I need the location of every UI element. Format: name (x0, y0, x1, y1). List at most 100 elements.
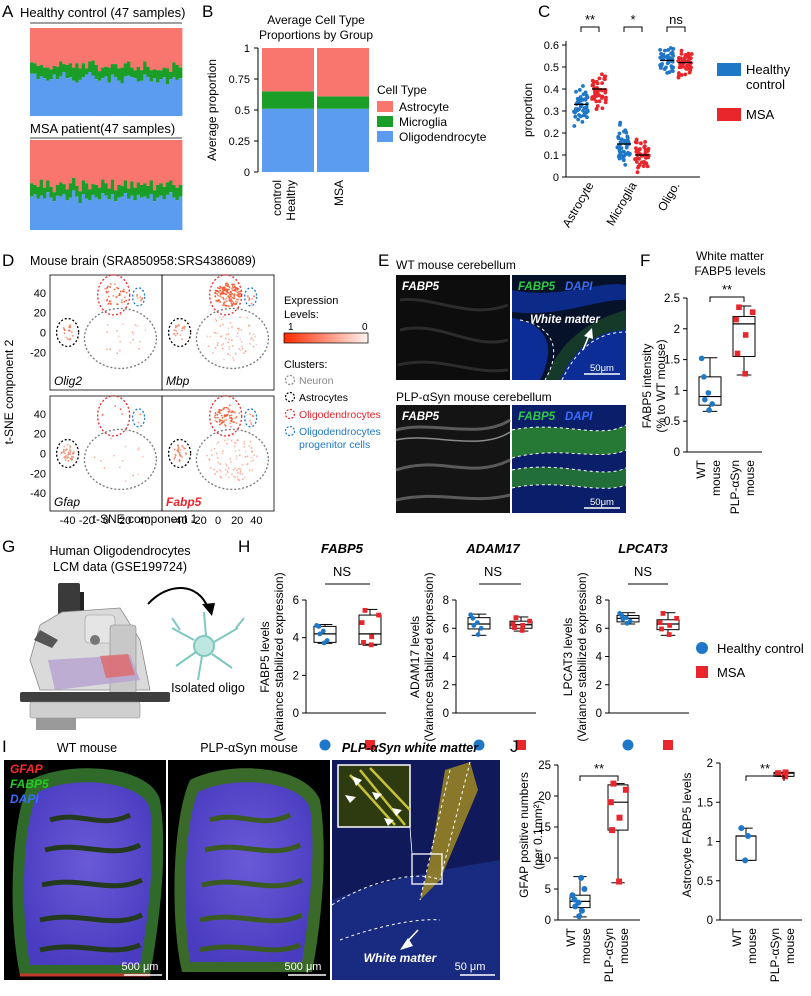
expression-point (219, 470, 222, 473)
x-tick-label: PLP-αSyn (768, 928, 782, 982)
astrocyte-bar-segment (146, 140, 151, 186)
expression-point (71, 334, 74, 337)
microglia-bar-segment (149, 70, 154, 82)
microglia-bar-segment (156, 70, 160, 83)
expression-point (67, 451, 70, 454)
gene-label: Olig2 (54, 374, 82, 388)
y-tick-label: 0 (553, 172, 559, 184)
expression-point (225, 463, 227, 465)
x-tick-label: mouse (709, 460, 723, 496)
microglia-bar-segment (55, 185, 60, 196)
expression-point (233, 283, 236, 286)
data-point (594, 99, 599, 104)
data-point (578, 907, 585, 914)
expression-point (220, 286, 223, 289)
y-tick-label: 0.5 (664, 416, 680, 428)
expression-point (219, 463, 222, 465)
expression-point (122, 288, 125, 291)
data-point (604, 95, 608, 100)
x-tick-label: mouse (617, 928, 631, 964)
expression-point (221, 347, 224, 350)
expression-point (222, 298, 225, 300)
expression-point (230, 419, 233, 422)
panel-a: A Healthy control (47 samples) MSA patie… (2, 2, 185, 230)
expression-point (231, 473, 233, 476)
plp-fabp5-image (396, 405, 510, 513)
channel-label: FABP5 (402, 281, 440, 293)
data-point (510, 621, 516, 627)
data-point (594, 94, 599, 98)
astrocyte-bar-segment (107, 140, 112, 189)
oligodendrocyte-cluster-outline (209, 395, 243, 437)
expression-point (221, 304, 224, 307)
gene-title: FABP5 (321, 541, 364, 556)
oligodendrocyte-bar-segment (156, 82, 160, 116)
expression-point (223, 301, 225, 304)
oligodendrocyte-bar-segment (172, 77, 176, 116)
astrocyte-bar-segment (39, 140, 44, 180)
expression-point (173, 448, 176, 451)
x-tick-label: 20 (231, 515, 243, 527)
healthy-title: Healthy control (47 samples) (20, 5, 185, 20)
data-point (314, 623, 320, 628)
expression-point (227, 333, 230, 335)
astrocyte-bar-segment (175, 140, 180, 188)
panel-letter: J (510, 737, 519, 756)
astrocyte-bar-segment (33, 28, 37, 64)
oligodendrocyte-bar-segment (91, 194, 96, 230)
oligodendrocyte-bar-segment (162, 77, 167, 116)
astrocyte-bar-segment (110, 28, 115, 65)
expression-point (251, 469, 254, 472)
oligodendrocyte-bar-segment (55, 195, 60, 230)
expression-point (93, 456, 96, 459)
oligodendrocyte-cluster-outline (97, 395, 131, 437)
expression-point (229, 458, 232, 460)
expression-point (181, 327, 184, 330)
expression-point (177, 451, 180, 454)
microglia-bar-segment (52, 65, 57, 75)
expression-point (220, 318, 223, 321)
microglia-bar-segment (169, 180, 173, 193)
expression-title-2: Levels: (284, 309, 319, 321)
astrocyte-bar-segment (104, 140, 109, 184)
expression-point (100, 459, 102, 462)
expression-point (255, 455, 258, 458)
microglia-bar-segment (110, 179, 115, 194)
expression-point (246, 294, 249, 297)
data-point (584, 93, 589, 98)
expression-point (121, 290, 124, 293)
astrocyte-bar-segment (101, 140, 105, 180)
expression-point (218, 418, 221, 421)
expression-point (249, 419, 251, 422)
oligodendrocyte-bar-segment (159, 79, 163, 116)
expression-point (222, 291, 225, 294)
expression-point (215, 416, 217, 419)
oligodendrocyte-bar-segment (120, 83, 125, 116)
x-tick-label: mouse (745, 928, 759, 964)
y-tick-label: 25 (538, 760, 551, 772)
data-point (594, 107, 599, 111)
data-point (572, 124, 577, 128)
x-axis-label: t-SNE component 1 (93, 512, 198, 526)
astrocyte-bar-segment (172, 140, 176, 185)
expression-point (139, 340, 141, 343)
expression-point (219, 289, 222, 292)
microglia-bar-segment (175, 64, 180, 80)
data-point (624, 145, 629, 150)
data-point (623, 163, 628, 167)
expression-point (208, 458, 211, 460)
data-point (376, 612, 382, 618)
data-point (701, 374, 707, 380)
expression-point (229, 321, 232, 324)
microglia-bar-segment (84, 68, 89, 75)
oligodendrocyte-bar-segment (110, 74, 115, 116)
microglia-bar-segment (165, 182, 170, 195)
microglia-bar-segment (146, 66, 151, 78)
data-point (621, 158, 626, 163)
legend-label: Oligodendrocyte (399, 130, 487, 144)
channel-label: FABP5 (402, 411, 440, 423)
astrocyte-bar-segment (97, 28, 102, 72)
astrocyte-bar-segment (42, 140, 47, 188)
